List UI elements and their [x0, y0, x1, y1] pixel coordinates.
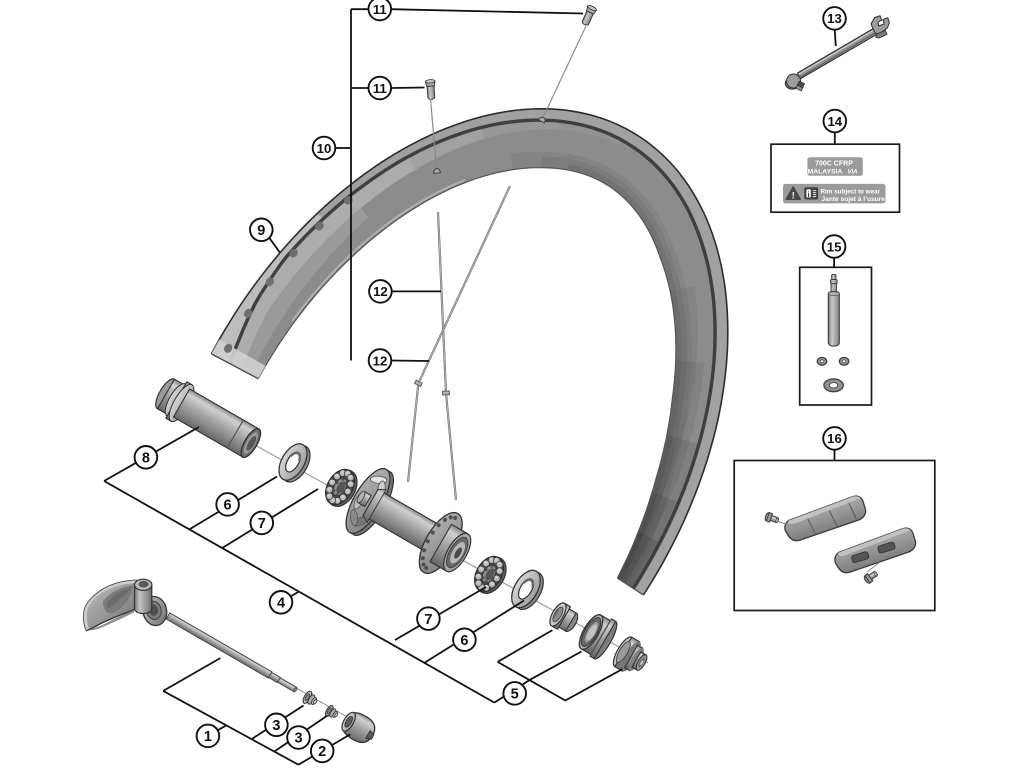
svg-text:700C CFRP: 700C CFRP — [815, 161, 853, 168]
svg-text:!: ! — [792, 191, 795, 201]
svg-text:2: 2 — [318, 744, 326, 760]
svg-text:11: 11 — [373, 81, 387, 96]
svg-text:3: 3 — [294, 731, 302, 747]
svg-text:4: 4 — [277, 596, 285, 612]
svg-text:9: 9 — [257, 223, 265, 239]
svg-text:6: 6 — [224, 498, 232, 514]
svg-text:11: 11 — [373, 2, 387, 17]
svg-text:12: 12 — [373, 353, 388, 368]
svg-text:VIA: VIA — [847, 169, 857, 175]
svg-text:6: 6 — [460, 633, 468, 649]
svg-text:12: 12 — [373, 284, 388, 299]
svg-text:1: 1 — [204, 729, 212, 745]
svg-text:14: 14 — [827, 114, 842, 129]
svg-text:i: i — [808, 190, 810, 199]
svg-text:5: 5 — [511, 687, 519, 703]
svg-text:Rim subject to wear: Rim subject to wear — [821, 188, 881, 195]
svg-text:13: 13 — [827, 11, 842, 26]
svg-text:MALAYSIA: MALAYSIA — [808, 169, 843, 176]
svg-text:15: 15 — [827, 239, 842, 254]
svg-text:7: 7 — [424, 612, 432, 628]
svg-text:16: 16 — [827, 431, 842, 446]
svg-text:7: 7 — [258, 516, 266, 532]
svg-text:10: 10 — [317, 141, 332, 156]
svg-text:3: 3 — [272, 718, 280, 734]
svg-text:Jante sujet à l’usure: Jante sujet à l’usure — [822, 196, 886, 203]
svg-text:8: 8 — [142, 451, 150, 467]
